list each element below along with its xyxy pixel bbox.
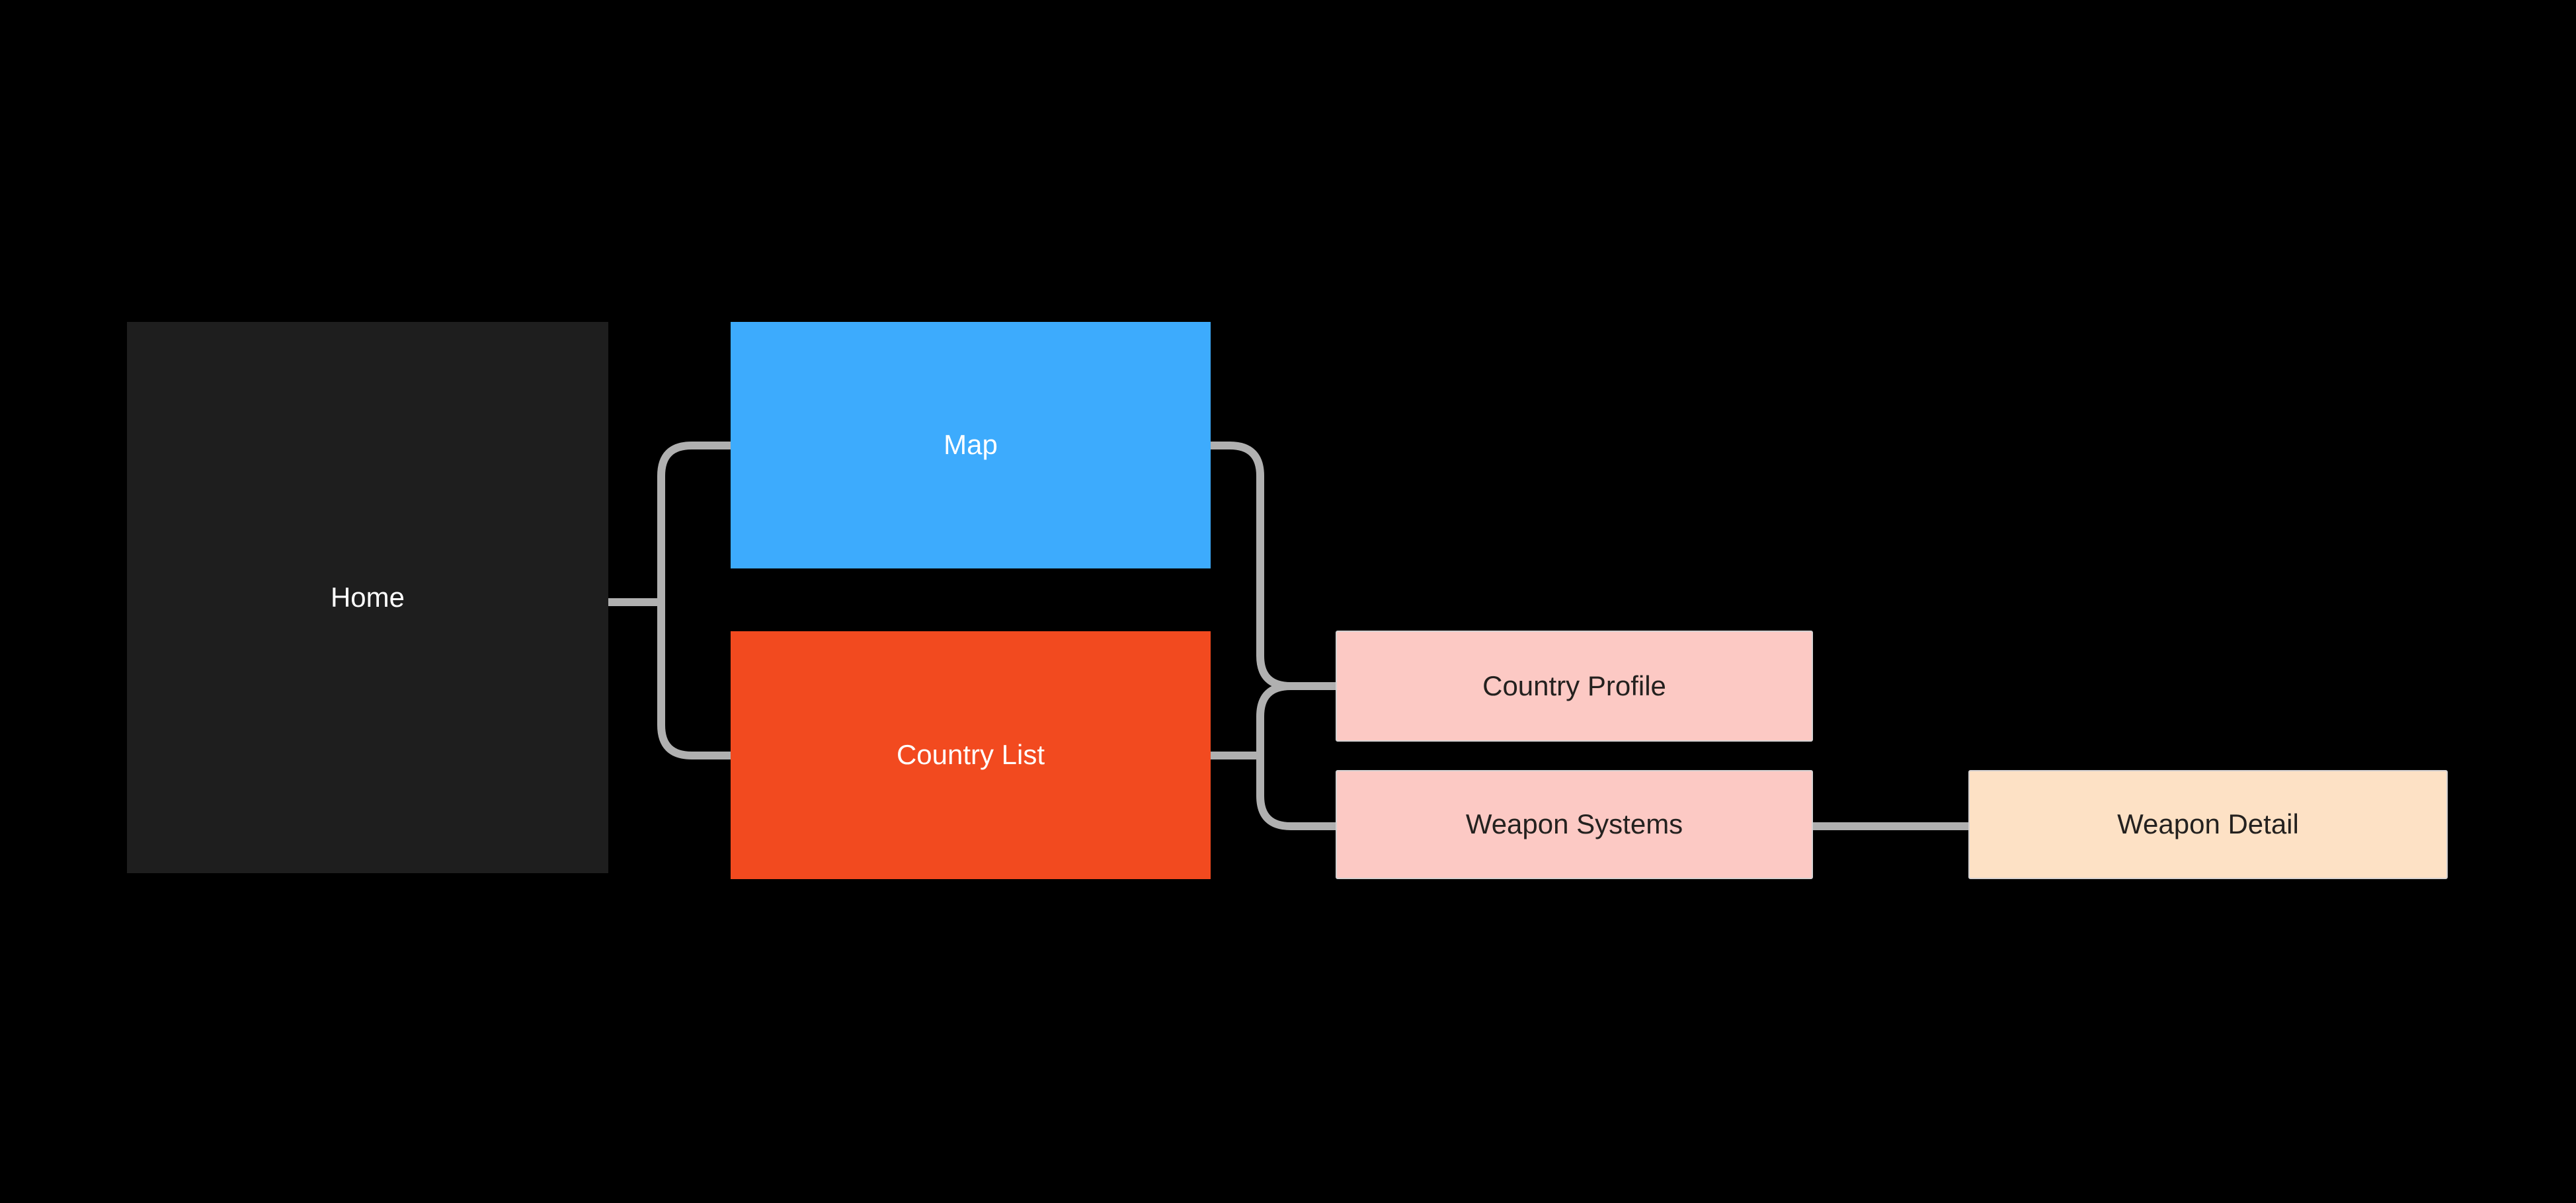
edge-map-to-country-profile	[1211, 442, 1336, 690]
node-map-label: Map	[944, 429, 998, 461]
node-home[interactable]: Home	[127, 322, 608, 873]
edge-home-to-map	[657, 442, 731, 602]
node-weapon-systems-label: Weapon Systems	[1465, 808, 1683, 840]
edge-home-to-country-list	[657, 602, 731, 759]
edge-country-list-to-country-profile	[1256, 682, 1336, 756]
node-country-profile[interactable]: Country Profile	[1336, 631, 1813, 742]
node-map[interactable]: Map	[731, 322, 1211, 568]
node-country-list-label: Country List	[896, 739, 1045, 771]
node-weapon-detail[interactable]: Weapon Detail	[1968, 770, 2448, 879]
edge-country-list-to-weapon-systems	[1256, 756, 1336, 830]
node-weapon-systems[interactable]: Weapon Systems	[1336, 770, 1813, 879]
node-country-list[interactable]: Country List	[731, 631, 1211, 879]
node-weapon-detail-label: Weapon Detail	[2117, 808, 2299, 840]
node-home-label: Home	[330, 581, 405, 613]
node-country-profile-label: Country Profile	[1482, 670, 1666, 701]
